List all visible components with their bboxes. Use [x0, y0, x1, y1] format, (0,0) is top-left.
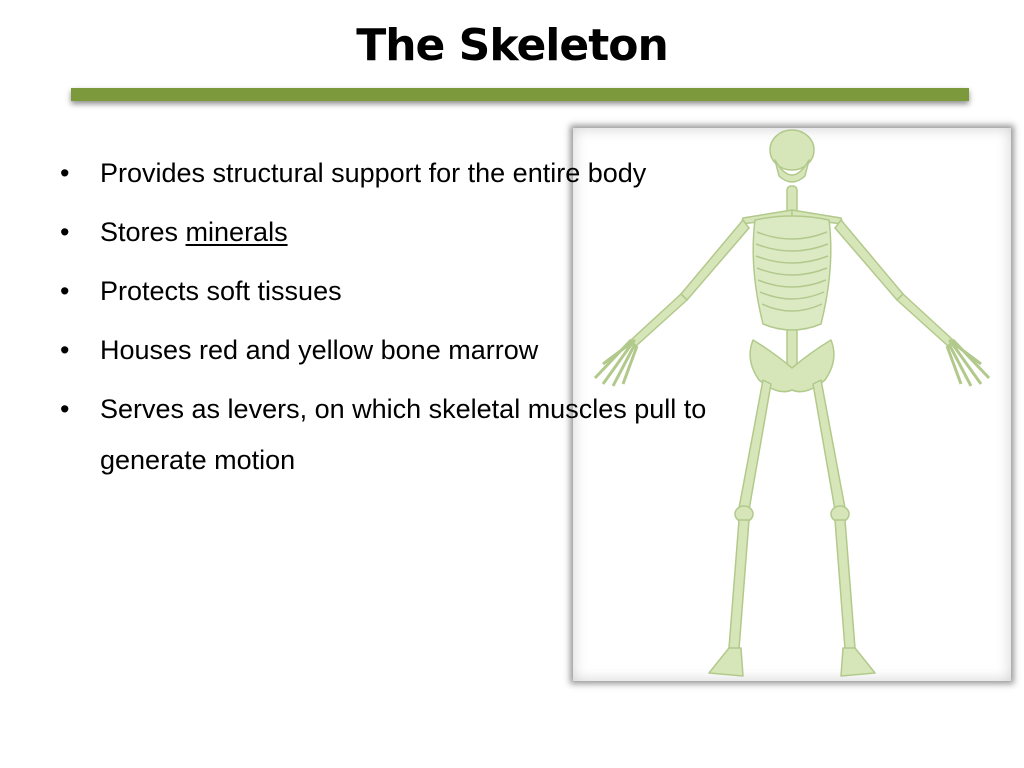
bullet-item: • Serves as levers, on which skeletal mu…: [60, 384, 760, 486]
bullet-marker: •: [60, 217, 70, 247]
bullet-text: Houses red and yellow bone marrow: [100, 335, 539, 365]
bullet-item: • Houses red and yellow bone marrow: [60, 325, 760, 376]
bullet-marker: •: [60, 335, 70, 365]
bullet-text: Provides structural support for the enti…: [100, 158, 647, 188]
bullet-text: Serves as levers, on which skeletal musc…: [100, 394, 707, 475]
bullet-item: • Protects soft tissues: [60, 266, 760, 317]
minerals-link[interactable]: minerals: [185, 217, 288, 247]
skeleton-icon: [593, 129, 991, 677]
bullet-marker: •: [60, 158, 70, 188]
bullet-marker: •: [60, 394, 70, 424]
bullet-item: • Provides structural support for the en…: [60, 148, 760, 199]
bullet-text: Protects soft tissues: [100, 276, 342, 306]
slide-title: The Skeleton: [356, 20, 669, 71]
bullet-text: Stores: [100, 217, 186, 247]
title-underline-bar: [71, 88, 969, 101]
skeleton-image-frame: [573, 128, 1011, 681]
bullet-list: • Provides structural support for the en…: [60, 148, 760, 494]
bullet-item: • Stores minerals: [60, 207, 760, 258]
bullet-marker: •: [60, 276, 70, 306]
